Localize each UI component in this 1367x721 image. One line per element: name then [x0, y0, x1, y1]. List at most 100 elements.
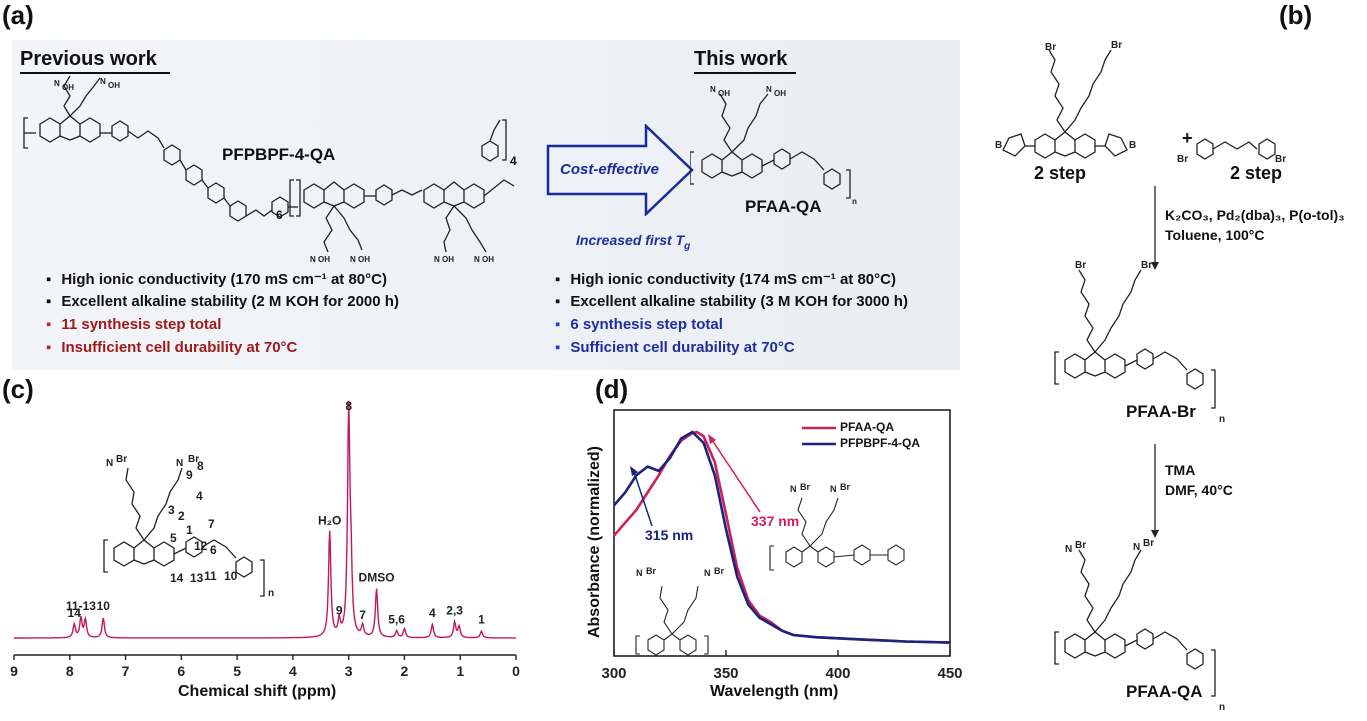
panel-label-c: (c): [2, 374, 34, 404]
svg-text:Br: Br: [646, 566, 656, 576]
svg-text:N: N: [106, 458, 113, 469]
br-label: Br: [1177, 154, 1188, 165]
br-label: Br: [1275, 154, 1286, 165]
uv-tick-label: 450: [937, 665, 962, 682]
this-work-header: This work: [694, 48, 788, 70]
annotation-315: 315 nm: [645, 527, 694, 543]
n-label: n: [1219, 414, 1225, 425]
nmr-tick-label: 8: [66, 663, 74, 679]
tg-subscript: g: [684, 240, 691, 252]
svg-text:N: N: [100, 77, 106, 86]
intermediate-name: PFAA-Br: [1126, 402, 1196, 421]
svg-text:OH: OH: [482, 255, 494, 264]
svg-text:N: N: [54, 79, 60, 88]
nmr-tick-label: 5: [233, 663, 241, 679]
panel-label-b: (b): [1279, 0, 1313, 30]
nmr-tick-label: 3: [345, 663, 353, 679]
nmr-tick-label: 1: [456, 663, 464, 679]
structure-number: 9: [186, 468, 193, 482]
repeat-unit-6: 6: [276, 208, 283, 222]
this-bullet-2: Excellent alkaline stability (3 M KOH fo…: [555, 293, 908, 310]
uv-tick-label: 300: [601, 665, 626, 682]
structure-number: 7: [208, 517, 215, 531]
svg-text:N: N: [710, 85, 716, 94]
solvent-2: DMF, 40°C: [1165, 482, 1233, 498]
legend-pfaa-qa: PFAA-QA: [840, 420, 894, 434]
nmr-tick-label: 0: [512, 663, 520, 679]
panel-label-a: (a): [2, 0, 34, 30]
structure-number: 11: [204, 569, 217, 583]
nmr-peak-label: H₂O: [318, 513, 341, 527]
structure-number: 12: [194, 539, 208, 553]
structure-number: 2: [178, 509, 185, 523]
repeat-unit-4: 4: [510, 154, 517, 168]
svg-text:Br: Br: [1075, 540, 1086, 551]
cost-effective-arrow: [546, 124, 694, 216]
svg-text:N: N: [434, 255, 440, 264]
previous-polymer-name: PFPBPF-4-QA: [222, 145, 336, 164]
product-name: PFAA-QA: [1126, 682, 1203, 701]
svg-text:Br: Br: [800, 482, 810, 492]
nmr-peak-label: 10: [97, 599, 111, 613]
previous-work-header: Previous work: [20, 48, 157, 70]
svg-text:OH: OH: [358, 255, 370, 264]
svg-text:N: N: [790, 484, 797, 494]
structure-number: 8: [197, 459, 204, 473]
structure-number: 6: [210, 543, 217, 557]
nmr-peak-label: 7: [359, 608, 366, 622]
nmr-xlabel: Chemical shift (ppm): [178, 683, 337, 700]
svg-text:OH: OH: [62, 83, 74, 92]
svg-text:Br: Br: [1143, 538, 1154, 549]
svg-text:Br: Br: [116, 454, 127, 465]
previous-bullet-1: High ionic conductivity (170 mS cm⁻¹ at …: [46, 270, 387, 288]
nmr-tick-label: 9: [10, 663, 18, 679]
svg-text:N: N: [310, 255, 316, 264]
svg-text:OH: OH: [318, 255, 330, 264]
panel-label-d: (d): [595, 374, 629, 404]
structure-number: 1: [186, 523, 193, 537]
nmr-peak-label: 5,6: [388, 612, 405, 626]
uv-series-line: [613, 430, 951, 644]
svg-text:N: N: [704, 568, 711, 578]
br-label: Br: [1075, 260, 1086, 271]
nmr-tick-label: 7: [122, 663, 130, 679]
nmr-tick-label: 2: [401, 663, 409, 679]
this-bullet-4: Sufficient cell durability at 70°C: [555, 339, 794, 356]
svg-text:N: N: [176, 458, 183, 469]
this-work-underline: [694, 72, 796, 74]
structure-number: 5: [170, 531, 177, 545]
uv-tick-label: 350: [713, 665, 738, 682]
structure-number: 14: [170, 571, 184, 585]
svg-text:Br: Br: [188, 454, 199, 465]
structure-number: 10: [224, 569, 238, 583]
svg-text:N: N: [350, 255, 356, 264]
structure-number: 4: [196, 489, 203, 503]
previous-bullet-2: Excellent alkaline stability (2 M KOH fo…: [46, 293, 399, 310]
this-bullet-3: 6 synthesis step total: [555, 316, 723, 333]
svg-text:Br: Br: [714, 566, 724, 576]
uv-xlabel: Wavelength (nm): [710, 683, 839, 700]
nmr-peak-label: 1: [478, 612, 485, 626]
svg-text:N: N: [766, 85, 772, 94]
svg-text:B: B: [1129, 140, 1136, 151]
nmr-peak-label: 2,3: [446, 604, 463, 618]
svg-text:N: N: [830, 484, 837, 494]
increased-tg-text: Increased first T: [576, 232, 685, 248]
svg-text:OH: OH: [774, 89, 786, 98]
reagents-1: K₂CO₃, Pd₂(dba)₃, P(o-tol)₃: [1165, 207, 1345, 223]
step-left: 2 step: [1034, 163, 1087, 183]
nmr-spectrum-line: [14, 400, 516, 639]
solvent-1: Toluene, 100°C: [1165, 227, 1265, 243]
plus-sign: +: [1182, 128, 1193, 148]
nmr-peak-label: 4: [429, 606, 436, 620]
nmr-peak-label: DMSO: [359, 571, 395, 585]
nmr-peak-label: 8: [345, 400, 352, 413]
cost-effective-label: Cost-effective: [560, 161, 659, 178]
uv-tick-label: 400: [825, 665, 850, 682]
uv-ylabel: Absorbance (normalized): [586, 445, 603, 639]
svg-text:N: N: [636, 568, 643, 578]
